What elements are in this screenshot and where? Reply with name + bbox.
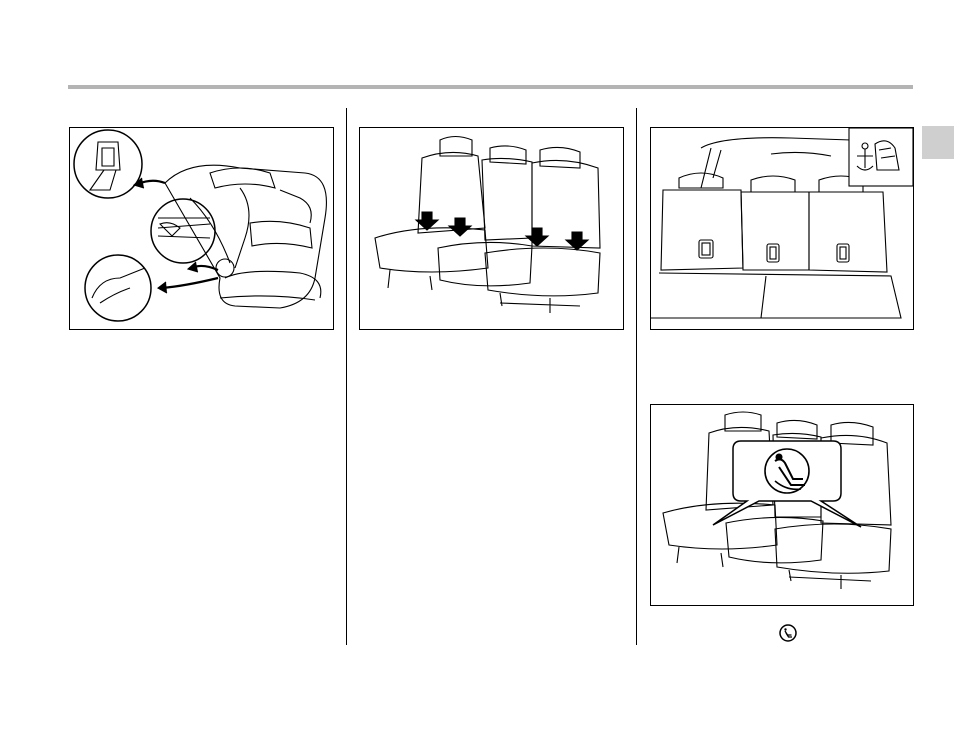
column-divider: [636, 108, 637, 645]
marked-seats-illustration: [651, 405, 913, 605]
child-seat-anchor-icon: [779, 624, 797, 642]
section-tab: [922, 126, 954, 159]
figure-tether-anchor: [650, 127, 914, 330]
column-divider: [346, 108, 347, 645]
seat-belt-illustration: [70, 128, 333, 329]
figure-marked-seats: [650, 404, 914, 606]
rear-seat-illustration: [360, 128, 623, 329]
child-seat-anchor-glyph: [779, 624, 797, 642]
top-rule: [68, 85, 913, 89]
seatback-tether-illustration: [651, 128, 913, 329]
figure-lower-anchors: [359, 127, 624, 330]
figure-seat-belt: [69, 127, 334, 330]
